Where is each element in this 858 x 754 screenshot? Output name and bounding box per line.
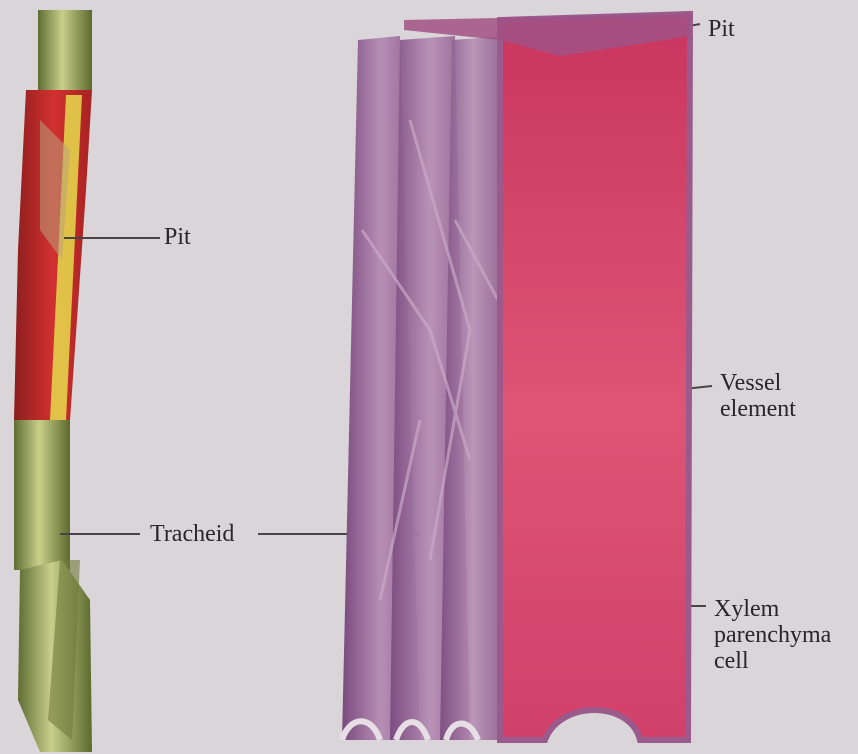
vessel-bundle (342, 14, 690, 740)
vessel-element-label: Vessel element (720, 370, 796, 422)
vessel-element-label-line-2: element (720, 396, 796, 422)
vessel-element-shape (500, 14, 690, 740)
xylem-parenchyma-cell-label: Xylem parenchyma cell (714, 596, 831, 674)
tracheid-lower-segment (14, 420, 70, 570)
xylem-parenchyma-label-line-1: Xylem (714, 596, 831, 622)
pit-label-right: Pit (708, 16, 735, 42)
xylem-parenchyma-label-line-3: cell (714, 648, 831, 674)
tracheid-top-segment (38, 10, 92, 90)
xylem-parenchyma-label-line-2: parenchyma (714, 622, 831, 648)
pit-label-left: Pit (164, 224, 191, 250)
vessel-element-label-line-1: Vessel (720, 370, 796, 396)
tracheid-label: Tracheid (150, 521, 234, 547)
tracheid-column (14, 10, 92, 752)
